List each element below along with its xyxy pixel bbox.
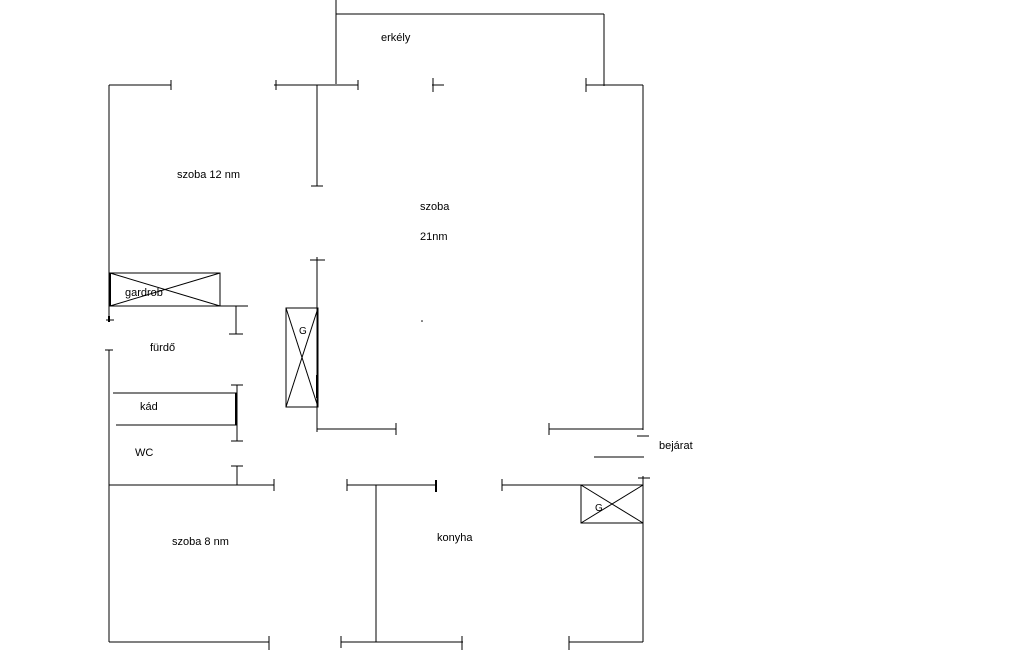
bathtub <box>113 392 237 426</box>
gas-boiler-left: G <box>285 307 319 408</box>
marker-dot <box>421 320 423 322</box>
gas-boiler-right-label: G <box>595 503 603 514</box>
left-doorway <box>105 316 114 351</box>
wardrobe <box>109 272 221 307</box>
label-room-8: szoba 8 nm <box>172 536 229 548</box>
gas-boiler-left-label: G <box>299 326 307 337</box>
label-room-21-area: 21nm <box>420 231 448 243</box>
label-wardrobe: gardrob <box>125 287 163 299</box>
label-bathroom: fürdő <box>150 342 175 354</box>
gas-boiler-right: G <box>580 484 644 524</box>
label-balcony: erkély <box>381 32 411 44</box>
label-room-21-name: szoba <box>420 201 450 213</box>
label-toilet: WC <box>135 447 153 459</box>
label-bathtub: kád <box>140 401 158 413</box>
label-entrance: bejárat <box>659 440 693 452</box>
balcony-walls <box>335 0 605 86</box>
label-room-12: szoba 12 nm <box>177 169 240 181</box>
label-kitchen: konyha <box>437 532 473 544</box>
